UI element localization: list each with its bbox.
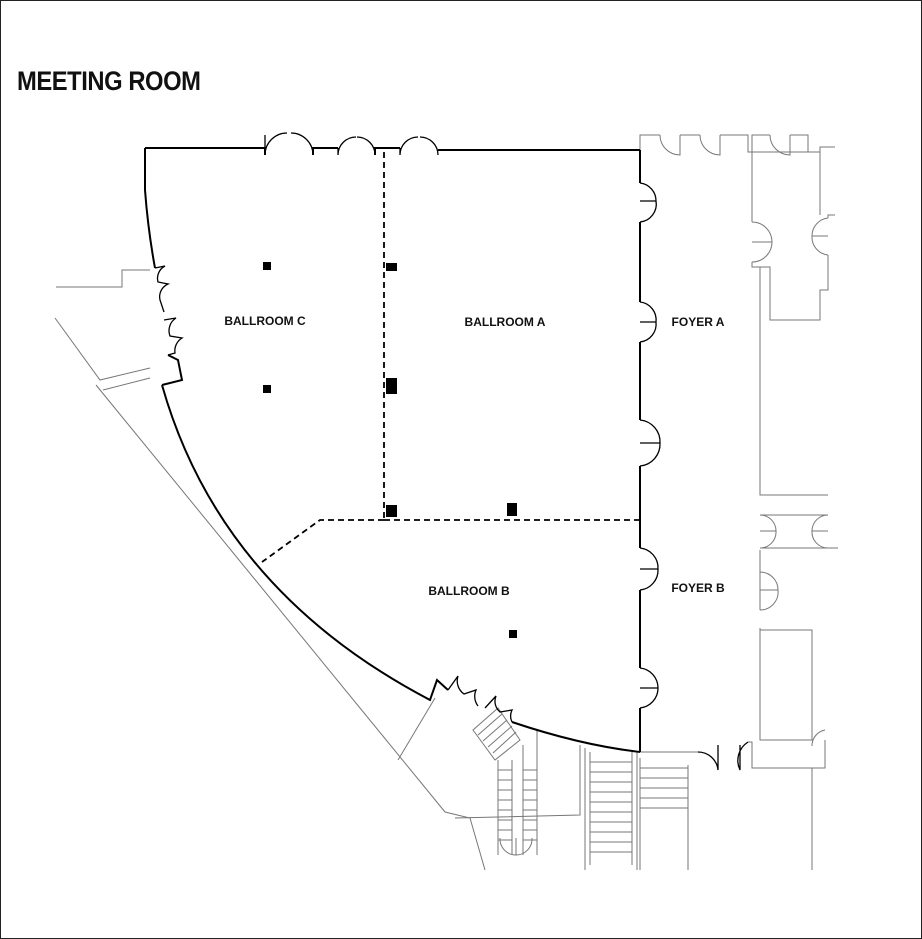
room-label-foyer-b: FOYER B: [671, 581, 725, 595]
curved-wall-lower: [511, 721, 641, 753]
top-door-1-icon: [264, 132, 314, 156]
diagonal-wall: [95, 384, 486, 871]
curved-wall: [161, 384, 449, 702]
ballroom-walls: [144, 147, 641, 753]
right-door-3-icon: [639, 419, 661, 467]
columns: [263, 262, 517, 638]
column-5: [386, 505, 397, 517]
foyer-door-2-icon: [699, 134, 721, 156]
top-door-3-icon: [399, 136, 439, 156]
column-1: [263, 262, 271, 270]
foyer-doors: [499, 134, 829, 856]
ballroom-doors: [154, 132, 749, 771]
foyer-bottom-wall: [748, 741, 813, 870]
foyer-door-7-icon: [811, 514, 829, 549]
foyer-b-inner-wall: [759, 550, 813, 741]
foyer-door-5-icon: [811, 217, 829, 256]
foyer-door-4-icon: [751, 221, 773, 263]
stairs-center: [584, 748, 638, 870]
right-door-5-icon: [639, 667, 659, 709]
stair-treads-top: [477, 713, 517, 754]
foyer-door-8-icon: [759, 571, 779, 611]
foyer-outline: [639, 134, 838, 870]
room-label-ballroom-b: BALLROOM B: [428, 584, 510, 598]
stair-right-treads: [640, 767, 688, 809]
stair-connector: [454, 745, 581, 819]
room-label-ballroom-a: BALLROOM A: [465, 315, 546, 329]
foyer-a-inner-wall: [759, 267, 828, 496]
left-wall-notch: [161, 354, 184, 386]
stair-center-treads: [590, 761, 632, 853]
bottom-door-2-icon: [484, 695, 514, 723]
right-door-1-icon: [639, 182, 657, 223]
foyer-door-3-icon: [769, 134, 791, 156]
left-corridor-wall: [54, 317, 151, 381]
top-wall: [145, 147, 640, 155]
left-corridor-top: [56, 269, 150, 288]
stair-treads: [498, 769, 537, 841]
column-2: [386, 263, 397, 271]
column-3: [263, 385, 271, 393]
stair-edge: [397, 697, 436, 761]
foyer-top-wall: [639, 134, 809, 153]
foyer-top-right: [752, 146, 835, 153]
foyer-right-column: [751, 152, 835, 321]
airwall-dividers: [261, 152, 640, 563]
column-4: [386, 378, 397, 394]
left-wall-upper: [144, 148, 156, 269]
bottom-right-door-icon: [697, 741, 749, 771]
stair-rails: [497, 730, 538, 855]
surrounding-structure: [54, 269, 581, 871]
stairs-left: [472, 707, 538, 855]
bottom-door-1-icon: [447, 675, 479, 707]
room-label-ballroom-c: BALLROOM C: [224, 314, 306, 328]
room-label-foyer-a: FOYER A: [672, 315, 725, 329]
page-title: MEETING ROOM: [17, 66, 201, 96]
foyer-bottom-right: [812, 740, 826, 769]
right-door-2-icon: [639, 301, 657, 343]
foyer-door-9-icon: [811, 729, 826, 747]
stair-center-rails: [584, 748, 638, 870]
stair-door-icon: [499, 837, 533, 856]
stairs-right: [639, 758, 689, 870]
divider-c-b: [261, 519, 384, 563]
column-6: [507, 503, 517, 516]
stair-right-rails: [639, 758, 689, 870]
left-door-2-icon: [163, 317, 184, 356]
left-wing-detail: [102, 377, 151, 391]
left-door-1-icon: [154, 265, 171, 313]
foyer-door-6-icon: [759, 514, 777, 549]
column-7: [509, 630, 517, 638]
foyer-door-1-icon: [659, 134, 681, 156]
right-door-4-icon: [639, 547, 659, 591]
top-door-2-icon: [337, 136, 376, 156]
stair-landing: [472, 707, 521, 761]
